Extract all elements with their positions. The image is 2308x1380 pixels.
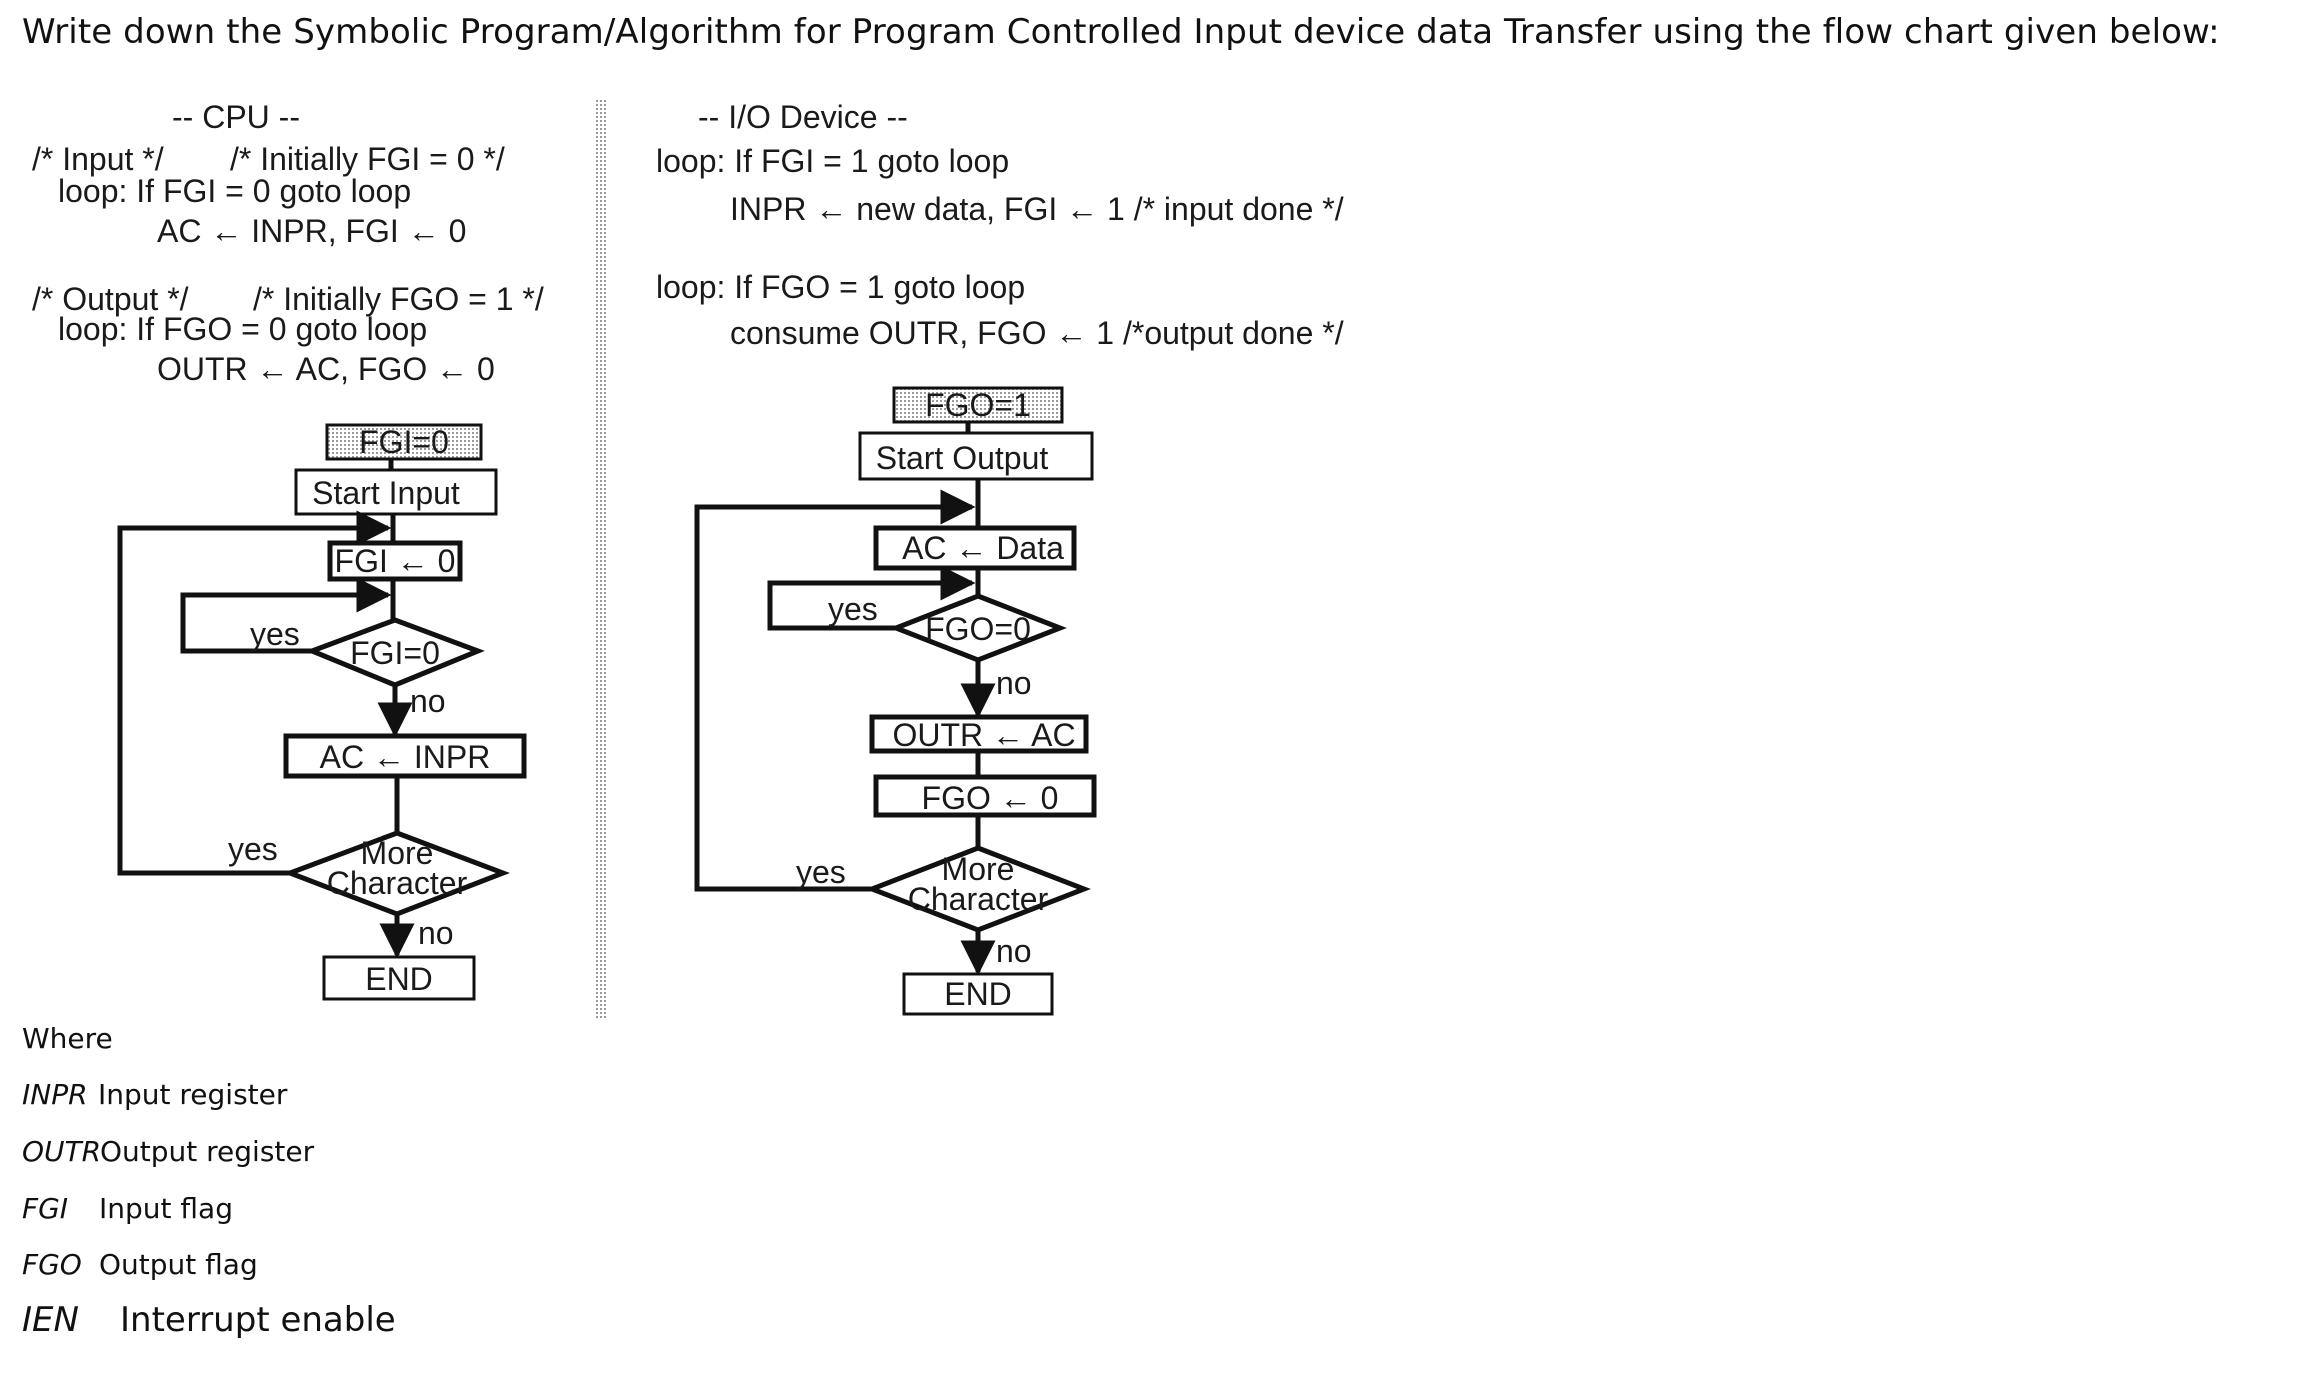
- device-output-action: consume OUTR, FGO ← 1 /*output done */: [730, 315, 1344, 351]
- cpu-input-action: AC ← INPR, FGI ← 0: [157, 213, 466, 249]
- legend-item-fgo: FGO Output flag: [22, 1248, 258, 1281]
- device-input-loop: loop: If FGI = 1 goto loop: [656, 143, 1009, 179]
- input-end-box: [322, 955, 476, 1001]
- clear-fgo-box: [873, 774, 1097, 818]
- input-init-label: FGI=0: [359, 424, 449, 460]
- start-output-box: [858, 431, 1094, 481]
- legend-term: FGO: [22, 1248, 82, 1281]
- legend-desc: Input register: [98, 1078, 288, 1111]
- legend-term: IEN: [22, 1300, 79, 1340]
- input-flowchart: FGI=0 Start Input FGI ← 0 FGI=0 yes no A…: [117, 423, 527, 1001]
- device-input-action: INPR ← new data, FGI ← 1 /* input done *…: [730, 191, 1344, 227]
- input-more-line2: Character: [327, 865, 468, 901]
- set-fgi-box: [327, 540, 463, 582]
- legend-desc: Input flag: [99, 1192, 233, 1225]
- output-more-line2: Character: [908, 881, 1049, 917]
- legend-desc: Output register: [100, 1135, 315, 1168]
- set-fgi-label: FGI ← 0: [335, 543, 456, 579]
- fgo-no-label: no: [996, 665, 1032, 701]
- legend-term: OUTR: [22, 1135, 102, 1168]
- ac-inpr-label: AC ← INPR: [320, 739, 491, 775]
- cpu-input-initial: /* Initially FGI = 0 */: [230, 141, 505, 177]
- start-input-box: [294, 468, 498, 516]
- legend-desc: Output flag: [99, 1248, 258, 1281]
- output-end-box: [902, 972, 1054, 1016]
- legend-term: FGI: [22, 1192, 69, 1225]
- fgi-yes-label: yes: [250, 616, 300, 652]
- outr-ac-box: [869, 714, 1089, 754]
- legend-item-inpr: INPR Input register: [22, 1078, 287, 1111]
- cpu-heading: -- CPU --: [172, 99, 300, 135]
- input-more-line1: More: [361, 835, 434, 871]
- legend-term: INPR: [22, 1078, 88, 1111]
- output-more-yes-label: yes: [796, 854, 846, 890]
- legend-item-ien: IEN Interrupt enable: [22, 1300, 396, 1340]
- clear-fgo-label: FGO ← 0: [922, 780, 1059, 816]
- cpu-input-loop: loop: If FGI = 0 goto loop: [58, 173, 411, 209]
- legend-item-fgi: FGI Input flag: [22, 1192, 233, 1225]
- device-output-loop: loop: If FGO = 1 goto loop: [656, 269, 1025, 305]
- fgi-no-label: no: [410, 683, 446, 719]
- input-more-yes-label: yes: [228, 831, 278, 867]
- fgo-yes-label: yes: [828, 591, 878, 627]
- legend-item-outr: OUTROutput register: [22, 1135, 314, 1168]
- output-init-label: FGO=1: [925, 387, 1031, 423]
- output-init-box: [892, 386, 1064, 424]
- outr-ac-label: OUTR ← AC: [892, 717, 1075, 753]
- ac-data-box: [873, 525, 1077, 571]
- question-text: Write down the Symbolic Program/Algorith…: [22, 12, 2220, 52]
- column-divider: [596, 98, 606, 1018]
- ac-inpr-box: [283, 733, 527, 779]
- ac-data-label: AC ← Data: [902, 530, 1064, 566]
- cpu-output-action: OUTR ← AC, FGO ← 0: [157, 351, 495, 387]
- fgi-decision-label: FGI=0: [350, 635, 440, 671]
- input-more-no-label: no: [418, 915, 454, 951]
- device-heading: -- I/O Device --: [698, 99, 908, 135]
- cpu-output-comment: /* Output */: [32, 281, 189, 317]
- output-end-label: END: [944, 976, 1012, 1012]
- output-flowchart: FGO=1 Start Output AC ← Data FGO=0 yes n…: [694, 386, 1097, 1016]
- input-init-box: [325, 423, 483, 461]
- fgo-decision-label: FGO=0: [925, 611, 1031, 647]
- input-end-label: END: [365, 961, 433, 997]
- start-input-label: Start Input: [312, 475, 460, 511]
- cpu-input-comment: /* Input */: [32, 141, 164, 177]
- where-label: Where: [22, 1022, 113, 1055]
- cpu-output-loop: loop: If FGO = 0 goto loop: [58, 311, 427, 347]
- start-output-label: Start Output: [876, 440, 1049, 476]
- cpu-output-initial: /* Initially FGO = 1 */: [253, 281, 544, 317]
- output-more-no-label: no: [996, 933, 1032, 969]
- legend-desc: Interrupt enable: [120, 1300, 396, 1340]
- output-more-line1: More: [942, 851, 1015, 887]
